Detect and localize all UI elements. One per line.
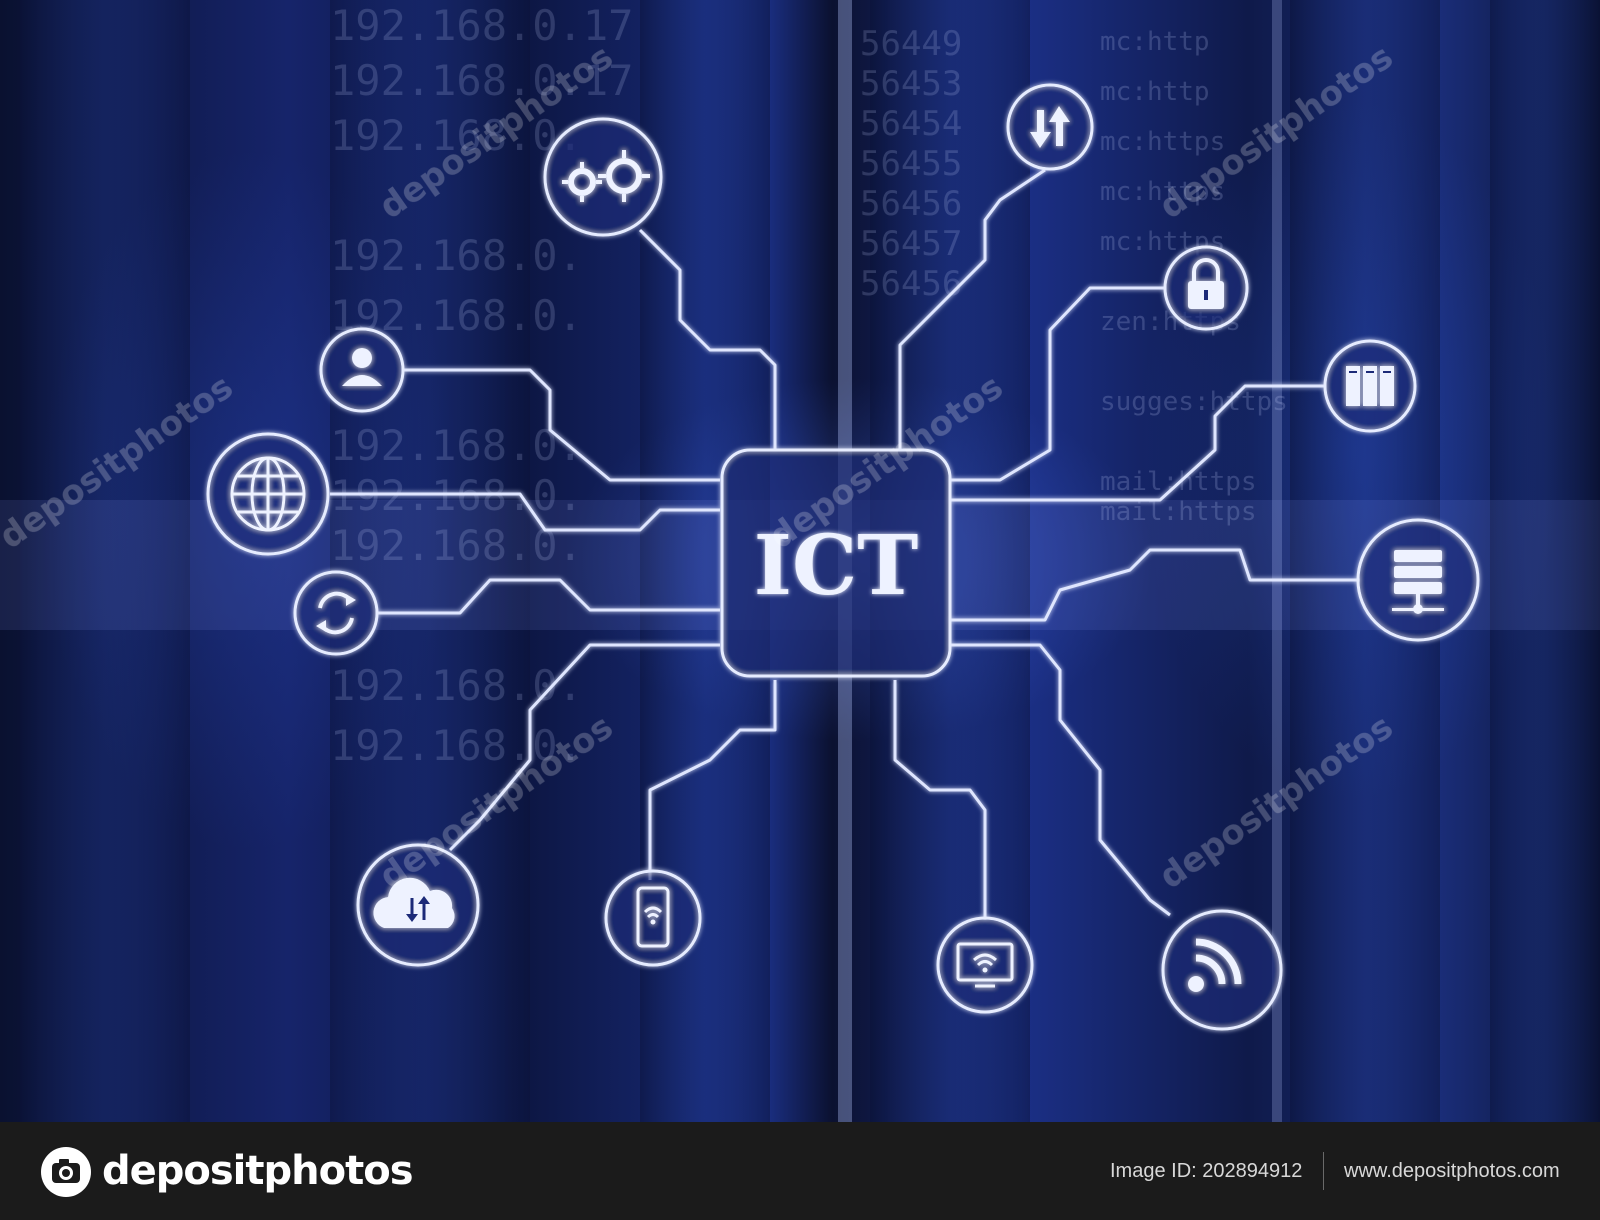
ict-diagram: 192.168.0.17 192.168.0.17 192.168.0. 192…	[0, 0, 1600, 1122]
bg-ip-text: 192.168.0.	[330, 421, 583, 470]
hub-label: ICT	[754, 518, 919, 614]
smartphone-icon	[636, 886, 670, 948]
bg-ip-text: 192.168.0.	[330, 521, 583, 570]
bg-port-text: 56457	[860, 224, 962, 264]
smartphone-node	[604, 869, 702, 967]
camera-logo-icon	[41, 1147, 91, 1197]
lock-icon	[1188, 258, 1224, 309]
bg-port-text: 56456	[860, 264, 962, 304]
bg-ip-text: 192.168.0.	[330, 661, 583, 710]
bg-ip-text: 192.168.0.	[330, 721, 583, 770]
server-room-background: 192.168.0.17 192.168.0.17 192.168.0. 192…	[0, 0, 1600, 1122]
network-node	[1006, 83, 1094, 171]
user-node	[319, 327, 405, 413]
wireless-signal-icon	[1188, 938, 1242, 992]
database-node	[1356, 518, 1480, 642]
wifi-node	[1161, 909, 1283, 1031]
bg-protocol-text: mc:http	[1100, 27, 1210, 57]
site-url-link[interactable]: www.depositphotos.com	[1344, 1160, 1560, 1182]
bg-protocol-text: mc:http	[1100, 77, 1210, 107]
up-down-arrows-icon	[1030, 106, 1070, 148]
gears-icon	[568, 158, 642, 196]
image-id: Image ID: 202894912	[1110, 1160, 1303, 1182]
cloud-transfer-icon	[373, 877, 455, 928]
globe-node	[206, 432, 330, 556]
monitor-node	[936, 916, 1034, 1014]
bg-ip-text: 192.168.0.	[330, 111, 583, 160]
bg-protocol-text: mc:https	[1100, 127, 1225, 157]
circuit-lines	[330, 168, 1360, 920]
footer-divider	[1323, 1152, 1324, 1190]
server-rack-icon	[1346, 366, 1394, 406]
monitor-wifi-icon	[956, 942, 1014, 988]
bg-ip-text: 192.168.0.17	[330, 1, 633, 50]
database-server-icon	[1392, 550, 1444, 614]
globe-icon	[230, 456, 306, 532]
bg-ip-text: 192.168.0.17	[330, 56, 633, 105]
security-node	[1163, 245, 1249, 331]
settings-node	[543, 117, 663, 237]
bg-port-text: 56454	[860, 104, 962, 144]
bg-ip-text: 192.168.0.	[330, 231, 583, 280]
bg-protocol-text: mail:https	[1100, 497, 1257, 527]
bg-protocol-text: sugges:https	[1100, 387, 1288, 417]
server-node	[1323, 339, 1417, 433]
sync-node	[293, 570, 379, 656]
bg-port-text: 56449	[860, 24, 962, 64]
footer-bar: depositphotos Image ID: 202894912 www.de…	[0, 1122, 1600, 1220]
light-beam	[1272, 0, 1282, 1122]
bg-protocol-text: mc:https	[1100, 177, 1225, 207]
bg-port-text: 56453	[860, 64, 962, 104]
bg-port-text: 56456	[860, 184, 962, 224]
user-icon	[342, 348, 382, 386]
ict-hub	[720, 448, 952, 678]
brand-name: depositphotos	[102, 1148, 414, 1194]
cloud-node	[356, 843, 480, 967]
bg-port-text: 56455	[860, 144, 962, 184]
